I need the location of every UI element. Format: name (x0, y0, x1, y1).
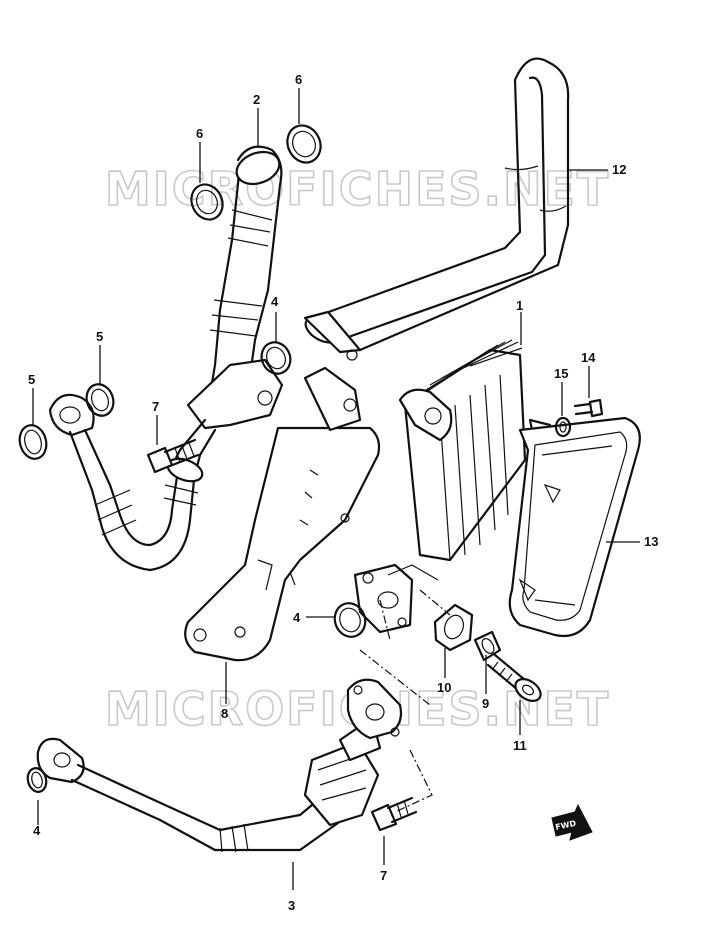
washer-6-lower (190, 183, 224, 221)
watermark-top: MICROFICHES.NET (105, 162, 610, 216)
washer-4-upper (260, 341, 292, 375)
washer-5-left (18, 424, 48, 460)
callout-11: 11 (513, 738, 527, 753)
washer-4-lower (26, 767, 48, 793)
callout-6-lower: 6 (196, 126, 203, 141)
bolt-11 (486, 653, 542, 703)
cooler-outlet-flange (353, 563, 439, 634)
callout-1: 1 (516, 298, 523, 313)
callout-12: 12 (612, 162, 626, 177)
collar-9 (473, 630, 502, 662)
assembly-lines (359, 589, 451, 813)
callout-8: 8 (221, 706, 228, 721)
callout-7-lower: 7 (380, 868, 387, 883)
bolt-7-lower (370, 796, 418, 832)
washer-15 (554, 416, 572, 438)
callout-4-upper: 4 (271, 294, 279, 309)
callout-2: 2 (253, 92, 260, 107)
callout-13: 13 (644, 534, 658, 549)
grommet-10 (433, 603, 474, 652)
callout-10: 10 (437, 680, 451, 695)
bolt-7-upper (146, 438, 200, 474)
callout-7-upper: 7 (152, 399, 159, 414)
front-marker-label: FWD (555, 819, 578, 832)
callout-labels: 1 2 3 4 4 4 5 5 6 6 7 7 8 9 10 11 12 13 … (28, 72, 658, 913)
washer-6-upper (286, 124, 322, 164)
cover-13 (508, 416, 641, 638)
callout-4-middle: 4 (293, 610, 301, 625)
washer-5-right (85, 383, 115, 417)
front-arrow-icon: FWD (551, 803, 593, 841)
callout-4-lower: 4 (33, 823, 41, 838)
hose-left-assembly (48, 393, 204, 572)
callout-9: 9 (482, 696, 489, 711)
callout-5-right: 5 (96, 329, 103, 344)
callout-15: 15 (554, 366, 568, 381)
bracket-8 (184, 366, 381, 662)
callout-6-upper: 6 (295, 72, 302, 87)
callout-5-left: 5 (28, 372, 35, 387)
bolt-14 (573, 398, 604, 418)
oil-pipe-12 (303, 57, 570, 361)
leader-lines (32, 88, 640, 890)
washer-4-middle (333, 602, 367, 638)
callout-3: 3 (288, 898, 295, 913)
callout-14: 14 (581, 350, 596, 365)
pipe-3 (36, 678, 403, 853)
